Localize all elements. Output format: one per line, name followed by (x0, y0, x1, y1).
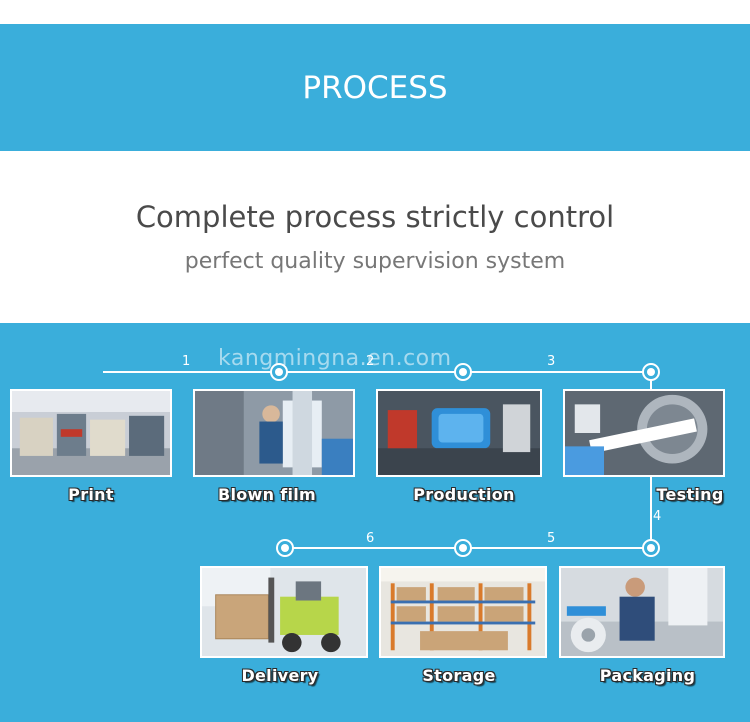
step-number: 3 (547, 354, 556, 369)
step-label-packaging: Packaging (599, 666, 696, 685)
subheadline: perfect quality supervision system (184, 249, 566, 274)
step-label-storage: Storage (422, 666, 496, 685)
step-label-delivery: Delivery (241, 666, 319, 685)
testing-photo (563, 389, 725, 477)
step-label-testing: Testing (656, 485, 724, 504)
step-label-production: Production (413, 485, 515, 504)
step-number: 1 (182, 354, 191, 369)
process-banner: PROCESS (0, 24, 750, 151)
packaging-photo (559, 566, 725, 658)
flow-node (270, 363, 660, 557)
step-label-print: Print (68, 485, 114, 504)
step-number: 5 (547, 531, 556, 546)
watermark-text: kangmingna.en.com (218, 346, 452, 371)
headline: Complete process strictly control (135, 200, 615, 234)
blown-film-photo (193, 389, 355, 477)
step-label-blown-film: Blown film (217, 485, 316, 504)
step-number: 4 (653, 509, 662, 524)
delivery-photo (200, 566, 368, 658)
banner-title: PROCESS (302, 69, 448, 106)
step-number: 6 (366, 531, 375, 546)
production-photo (376, 389, 542, 477)
print-photo (10, 389, 172, 477)
storage-photo (379, 566, 547, 658)
step-number: 2 (366, 354, 375, 369)
